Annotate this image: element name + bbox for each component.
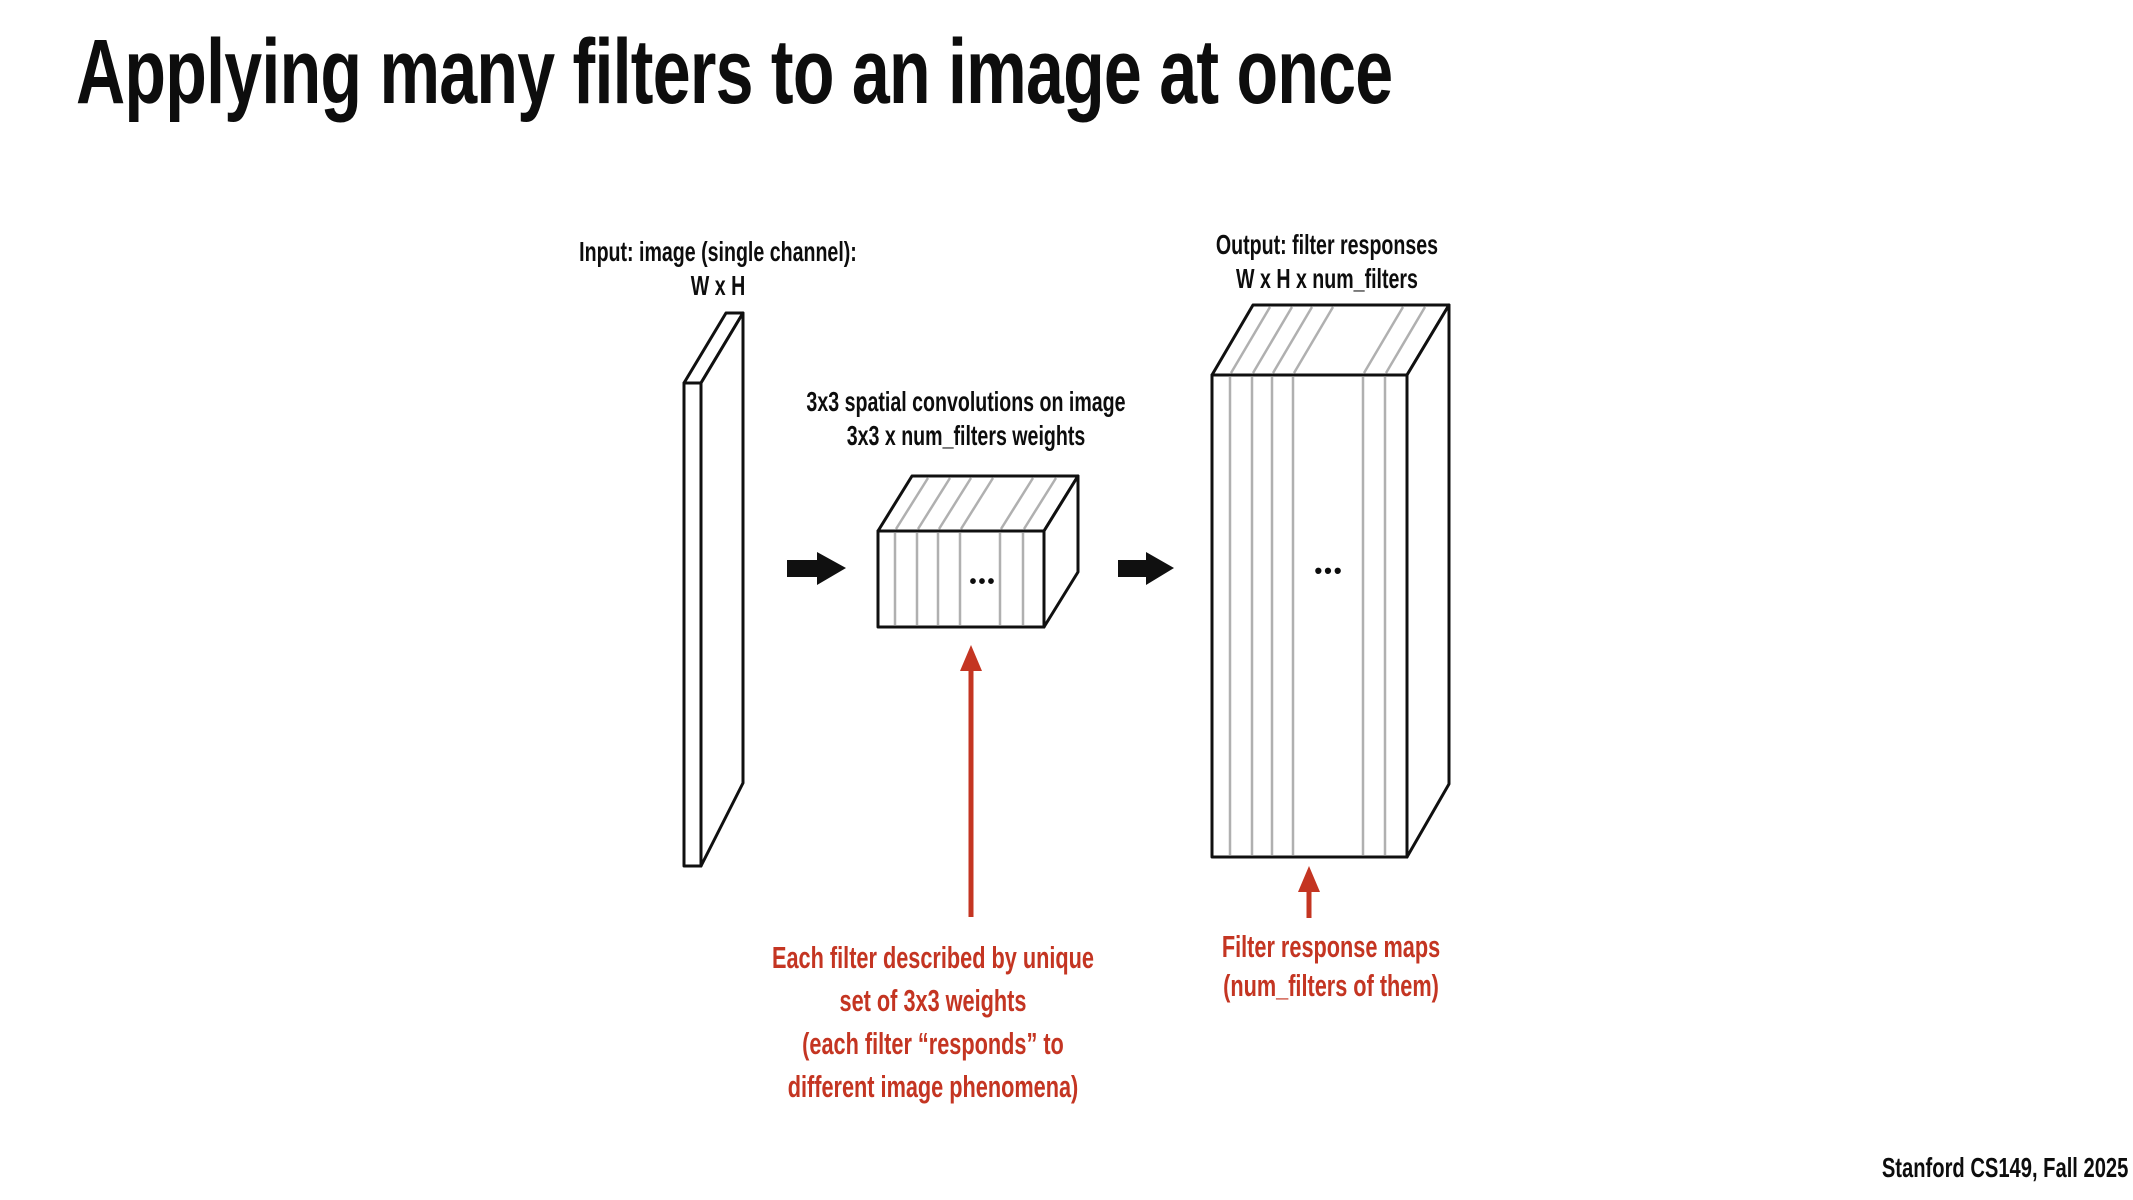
- conv-box-filter-slices: [893, 477, 1058, 625]
- conv-box-ellipsis: •••: [969, 571, 997, 593]
- input-slab-side-face: [699, 311, 745, 868]
- conv-note-text: Each filter described by unique set of 3…: [772, 940, 1094, 1104]
- input-image-slab: [682, 311, 745, 868]
- output-box-ellipsis: •••: [1314, 558, 1344, 583]
- output-note-arrow: [1298, 866, 1320, 918]
- conv-filters-label: 3x3 spatial convolutions on image 3x3 x …: [806, 386, 1126, 451]
- slide-footer: Stanford CS149, Fall 2025: [1881, 1152, 2128, 1183]
- conv-note-arrow: [960, 645, 982, 917]
- output-box-side-face: [1405, 303, 1451, 859]
- input-slab-front-face: [682, 381, 703, 868]
- output-box-response-slices: [1228, 306, 1427, 855]
- conv-filters-box: [876, 474, 1080, 629]
- flow-arrow-conv-to-output: [1118, 552, 1174, 585]
- slide-title: Applying many filters to an image at onc…: [76, 21, 1393, 123]
- output-responses-label: Output: filter responses W x H x num_fil…: [1215, 229, 1439, 294]
- output-box-front-face: [1210, 373, 1409, 859]
- output-responses-box: [1210, 303, 1451, 859]
- input-image-label: Input: image (single channel): W x H: [579, 236, 857, 301]
- flow-arrow-input-to-conv: [787, 552, 846, 585]
- output-note-text: Filter response maps (num_filters of the…: [1221, 929, 1441, 1003]
